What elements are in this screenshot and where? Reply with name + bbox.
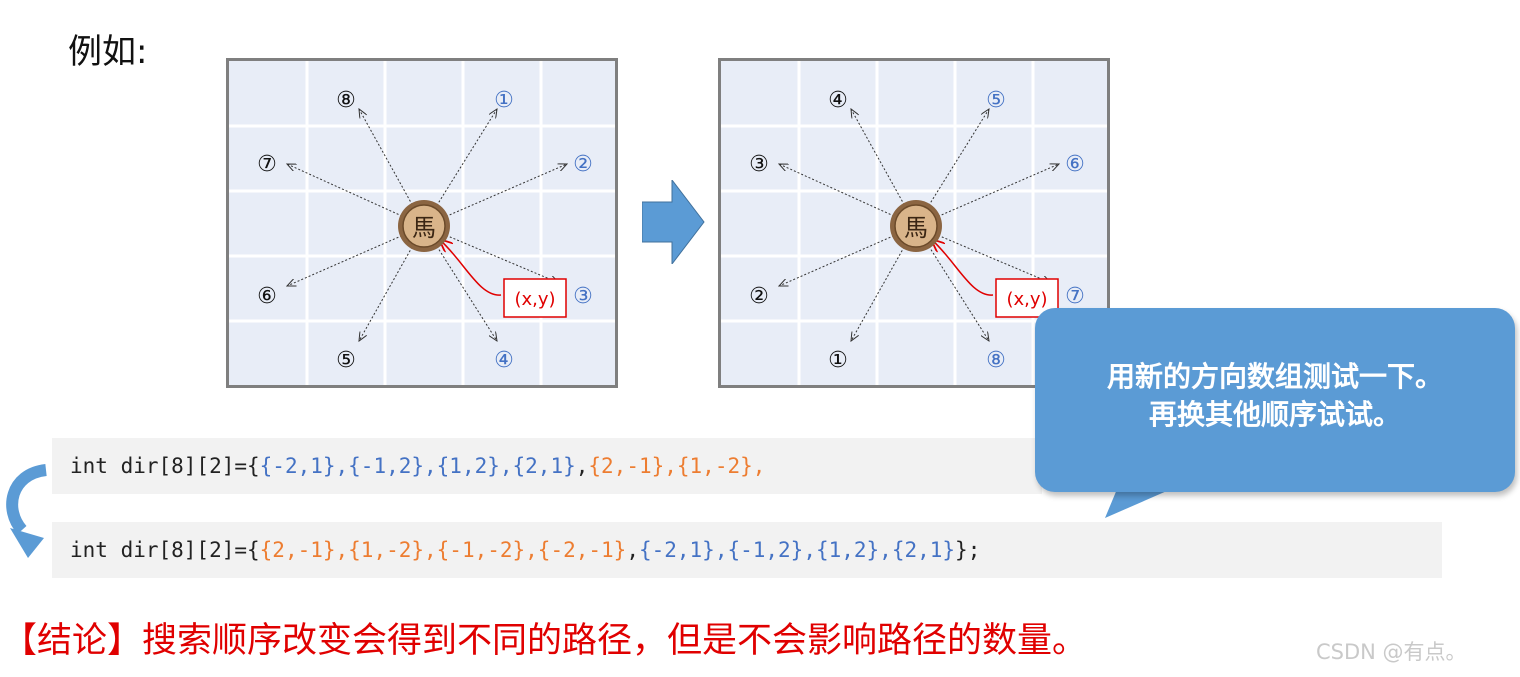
- move-label: ⑥: [1065, 152, 1085, 177]
- conclusion-text: 【结论】搜索顺序改变会得到不同的路径，但是不会影响路径的数量。: [2, 621, 1088, 661]
- code-sep: ,: [575, 454, 589, 478]
- move-label: ②: [573, 152, 593, 177]
- horse-piece-char: 馬: [904, 214, 928, 242]
- move-label: ①: [828, 348, 848, 373]
- code-prefix: int dir[8][2]={: [70, 538, 260, 562]
- coord-label: (x,y): [1006, 289, 1047, 310]
- move-arrow: [423, 109, 497, 227]
- curved-arrow-icon: [6, 464, 48, 558]
- move-label: ⑤: [336, 348, 356, 373]
- code-blue-part: {-2,1},{-1,2},{1,2},{2,1}: [638, 538, 956, 562]
- move-label: ②: [749, 284, 769, 309]
- code-line-reordered: int dir[8][2]={{2,-1},{1,-2},{-1,-2},{-2…: [52, 522, 1442, 578]
- speech-bubble: 用新的方向数组测试一下。 再换其他顺序试试。: [1035, 308, 1515, 492]
- code-blue-part: {-2,1},{-1,2},{1,2},{2,1}: [259, 454, 576, 478]
- move-label: ④: [828, 88, 848, 113]
- move-label: ⑧: [986, 348, 1006, 373]
- move-arrow: [915, 109, 989, 227]
- code-orange-part: {2,-1},{1,-2},: [588, 454, 766, 478]
- move-label: ⑦: [257, 152, 277, 177]
- move-label: ⑦: [1065, 284, 1085, 309]
- code-orange-part: {2,-1},{1,-2},{-1,-2},{-2,-1}: [259, 538, 627, 562]
- move-arrow: [915, 225, 989, 341]
- code-line-original: int dir[8][2]={{-2,1},{-1,2},{1,2},{2,1}…: [52, 438, 1042, 494]
- left-board: 馬 (x,y) ⑧ ① ⑦ ② ⑥ ③ ⑤ ④: [226, 58, 618, 388]
- move-arrow: [423, 225, 497, 341]
- move-label: ③: [573, 284, 593, 309]
- coord-label: (x,y): [514, 289, 555, 310]
- intro-text: 例如:: [68, 32, 148, 72]
- code-sep: ,: [626, 538, 639, 562]
- move-label: ⑤: [986, 88, 1006, 113]
- bubble-line-2: 再换其他顺序试试。: [1148, 398, 1401, 431]
- arrow-right-icon: [642, 180, 705, 264]
- code-suffix: };: [955, 538, 981, 562]
- watermark: CSDN @有点。: [1316, 640, 1467, 664]
- code-prefix: int dir[8][2]={: [70, 454, 260, 478]
- move-label: ④: [494, 348, 514, 373]
- move-label: ①: [494, 88, 514, 113]
- move-label: ③: [749, 152, 769, 177]
- move-label: ⑧: [336, 88, 356, 113]
- horse-piece-char: 馬: [412, 214, 436, 242]
- bubble-line-1: 用新的方向数组测试一下。: [1106, 360, 1443, 393]
- move-label: ⑥: [257, 284, 277, 309]
